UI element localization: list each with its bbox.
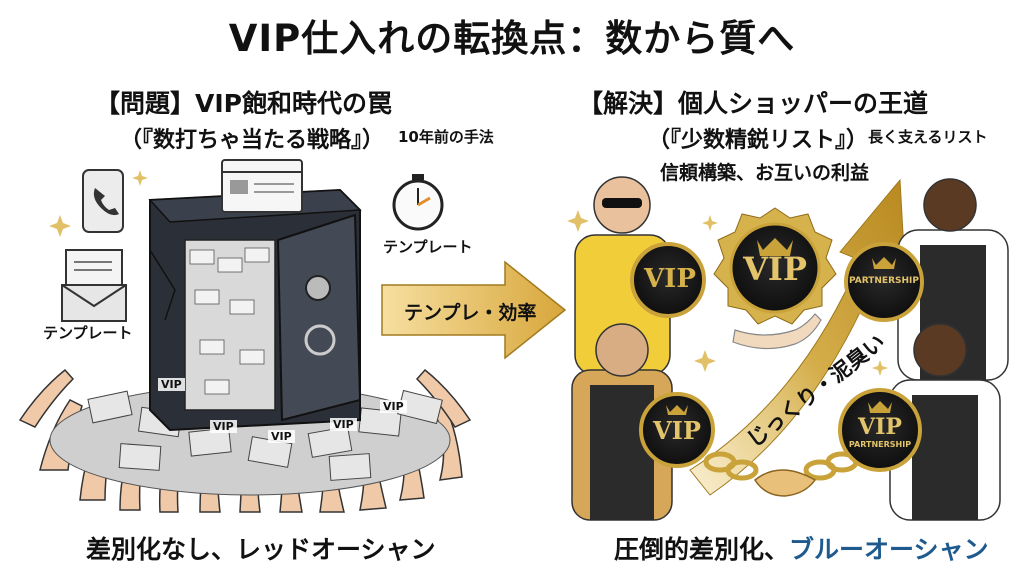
right-heading: 【解決】個人ショッパーの王道 <box>578 89 929 118</box>
envelope-icon <box>61 249 127 322</box>
badge-text: VIP <box>653 416 701 445</box>
badge-partnership-right <box>844 242 924 322</box>
page-title: VIP仕入れの転換点：数から質へ <box>228 17 796 60</box>
left-bottom-caption: 差別化なし、レッドオーシャン <box>86 535 436 564</box>
left-note: 10年前の手法 <box>398 128 494 146</box>
center-arrow-label: テンプレ・効率 <box>404 302 537 324</box>
badge-text: PARTNERSHIP <box>849 276 919 286</box>
template-tag-right: テンプレート <box>380 236 476 257</box>
open-hand-icon <box>732 313 822 350</box>
stopwatch-icon <box>392 174 444 231</box>
handshake-icon <box>754 469 817 497</box>
left-heading: 【問題】VIP飽和時代の罠 <box>95 89 392 118</box>
sparkle-icons <box>49 170 148 237</box>
badge-text: VIP <box>858 414 902 440</box>
card-label: VIP <box>158 378 185 391</box>
trust-label: 信頼構築、お互いの利益 <box>660 162 870 184</box>
right-subheading: （『少数精鋭リスト』） <box>648 128 869 153</box>
card-label: VIP <box>330 418 357 431</box>
right-bottom-prefix: 圧倒的差別化、 <box>614 535 790 564</box>
browser-window-icon <box>221 159 303 213</box>
sparkle-icons-right <box>567 210 888 376</box>
template-tag-left: テンプレート <box>40 322 136 343</box>
card-label: VIP <box>268 430 295 443</box>
badge-vip-crown-center <box>713 207 837 325</box>
phone-icon <box>82 169 124 233</box>
right-bottom-highlight: ブルーオーシャン <box>789 535 989 564</box>
center-arrow <box>381 260 567 360</box>
badge-text: VIP <box>743 250 807 288</box>
card-label: VIP <box>210 420 237 433</box>
badge-text: VIP <box>644 264 696 294</box>
right-bottom-caption: 圧倒的差別化、ブルーオーシャン <box>614 530 989 566</box>
badge-key-vip <box>630 242 706 318</box>
right-note: 長く支えるリスト <box>868 128 988 146</box>
card-label: VIP <box>380 400 407 413</box>
left-subheading: （『数打ちゃ当たる戦略』） <box>120 128 385 153</box>
badge-vip-partnership-bottom-right <box>838 388 922 472</box>
safe-illustration <box>148 188 362 432</box>
badge-vip-bottom-left <box>639 392 715 468</box>
gold-chain <box>703 451 859 481</box>
badge-text: PARTNERSHIP <box>848 440 912 449</box>
